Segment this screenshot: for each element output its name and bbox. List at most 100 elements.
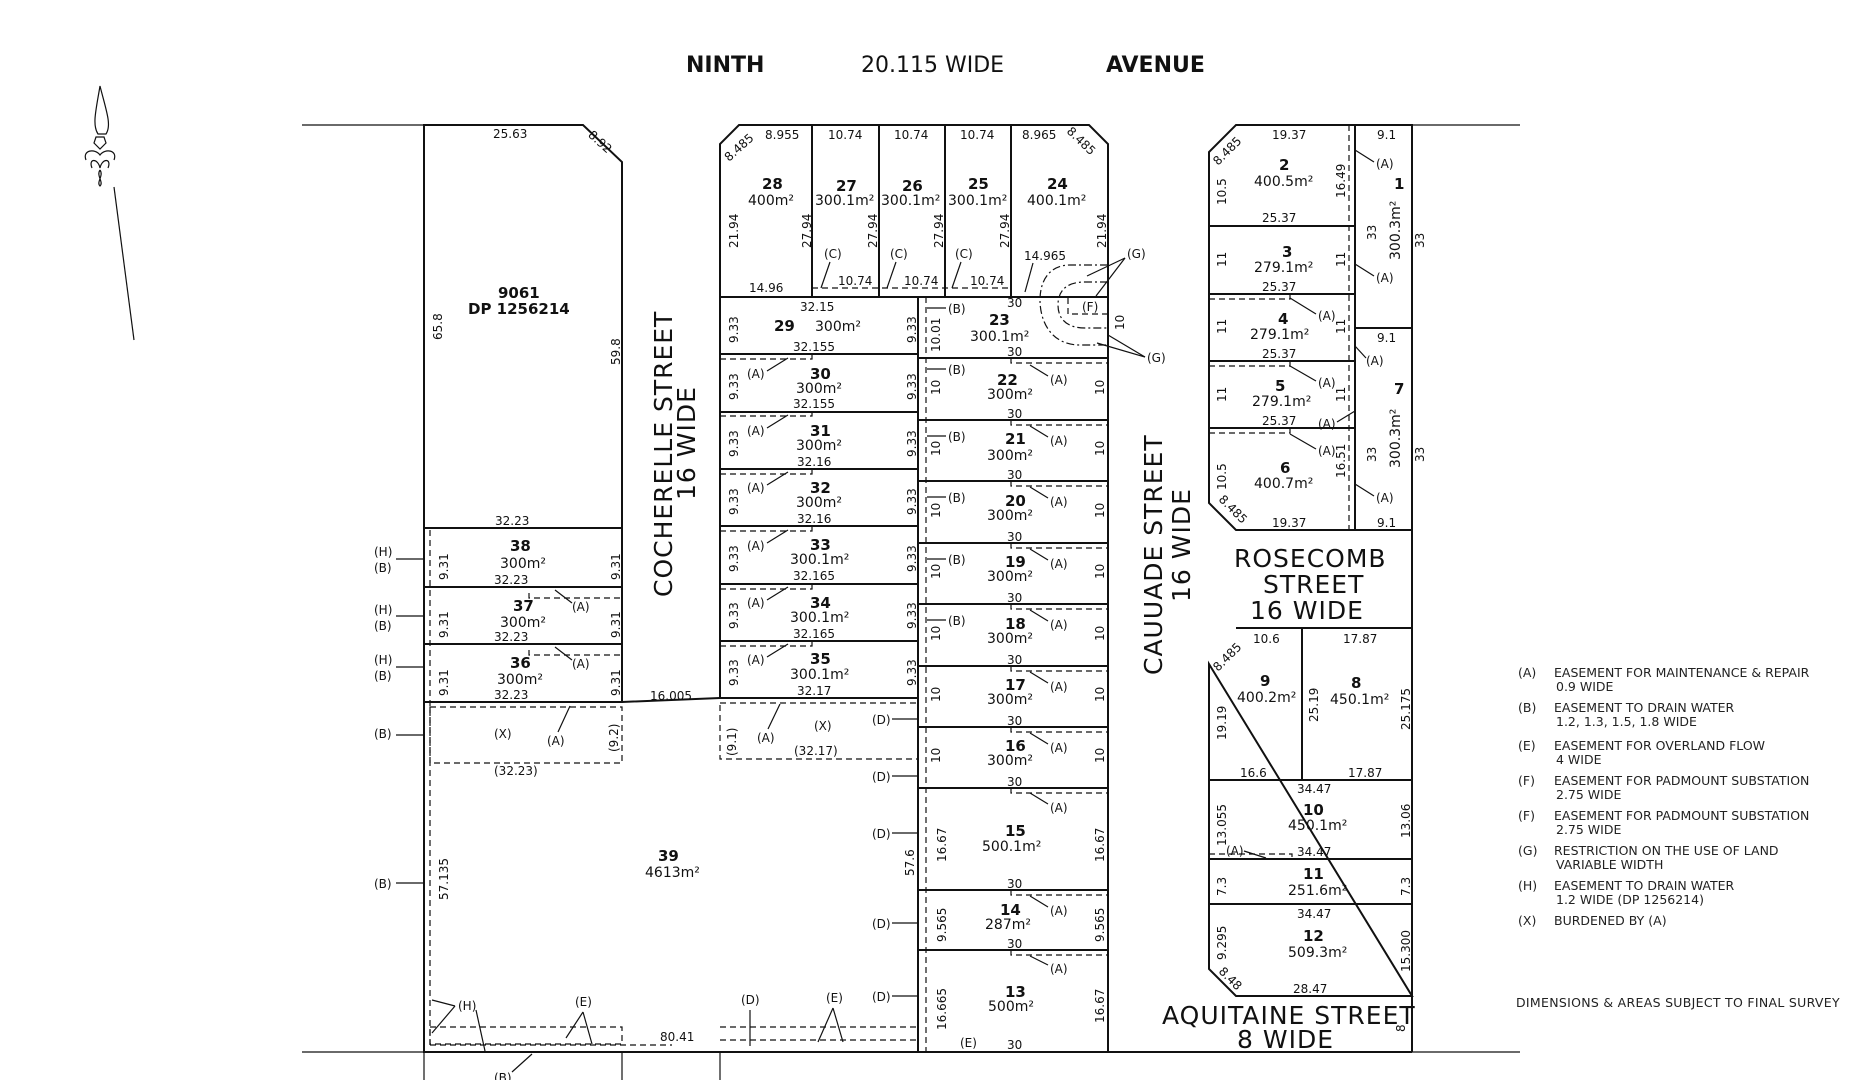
dimension-label: 80.41 (660, 1030, 694, 1044)
dimension-label: 30 (1007, 591, 1022, 605)
dimension-label: 30 (1007, 296, 1022, 310)
lot-number: 37 (513, 597, 534, 615)
easement-tag: (C) (824, 247, 842, 261)
road-width-label: 20.115 WIDE (861, 53, 1004, 78)
dimension-label: 9.33 (727, 659, 741, 686)
lot-number: 29 (774, 317, 795, 335)
easement-tag: (A) (1050, 680, 1068, 694)
easement-tag: (C) (890, 247, 908, 261)
lot-area: 300m² (500, 556, 546, 572)
dimension-label: 33 (1413, 233, 1427, 248)
lot-area: 300.3m² (1388, 409, 1404, 468)
lot-area: 279.1m² (1254, 260, 1313, 276)
lot-area: 279.1m² (1250, 327, 1309, 343)
easement-tag: (A) (1318, 309, 1336, 323)
lot-area: 500.1m² (982, 839, 1041, 855)
easement-tag: (B) (948, 430, 966, 444)
lot-area: 300.1m² (815, 193, 874, 209)
lot-number: 2 (1279, 156, 1289, 174)
lot-area: 300m² (987, 508, 1033, 524)
lot-number: 33 (810, 536, 831, 554)
lot-area: 300m² (987, 692, 1033, 708)
easement-tag: (A) (747, 481, 765, 495)
dimension-label: 57.6 (903, 849, 917, 876)
dimension-label: 32.16 (797, 455, 831, 469)
easement-tag: (A) (1050, 495, 1068, 509)
lot-number: 36 (510, 654, 531, 672)
lot-area: 300.1m² (790, 610, 849, 626)
dimension-label: 17.87 (1348, 766, 1382, 780)
north-arrow-icon (84, 85, 135, 341)
lot-number: 19 (1005, 553, 1026, 571)
easement-tag: (A) (547, 734, 565, 748)
lot-number: 5 (1275, 377, 1285, 395)
lot-number: 20 (1005, 492, 1026, 510)
parent-lot-plan: DP 1256214 (468, 300, 570, 318)
dimension-label: 10.74 (838, 274, 872, 288)
dimension-label: 10.74 (970, 274, 1004, 288)
easement-tag: (H) (458, 999, 476, 1013)
lot-number: 26 (902, 177, 923, 195)
dimension-label: 30 (1007, 530, 1022, 544)
dimension-label: 10.74 (828, 128, 862, 142)
dimension-label: 11 (1215, 252, 1229, 267)
dimension-label: 34.47 (1297, 782, 1331, 796)
dimension-label: 9.33 (727, 430, 741, 457)
lot-number: 13 (1005, 983, 1026, 1001)
dimension-label: 9.33 (727, 488, 741, 515)
lot-area: 287m² (985, 917, 1031, 933)
easement-tag: (C) (955, 247, 973, 261)
lot-area: 509.3m² (1288, 945, 1347, 961)
road-name-ninth: NINTH (686, 53, 764, 78)
survey-note: DIMENSIONS & AREAS SUBJECT TO FINAL SURV… (1516, 995, 1840, 1010)
dimension-label: 9.33 (905, 545, 919, 572)
dimension-label: 9.33 (727, 545, 741, 572)
road-name-avenue: AVENUE (1106, 53, 1205, 78)
lot-number: 24 (1047, 175, 1068, 193)
lot-area: 300m² (796, 438, 842, 454)
dimension-label: 10 (1093, 748, 1107, 763)
lot-area: 300m² (796, 381, 842, 397)
lot-number: 8 (1351, 674, 1361, 692)
easement-tag: (X) (814, 719, 832, 733)
lot-area: 300m² (500, 615, 546, 631)
dimension-label: 33 (1365, 225, 1379, 240)
easement-tag: (D) (872, 990, 891, 1004)
lot-number: 22 (997, 371, 1018, 389)
dimension-label: 13.06 (1399, 804, 1413, 838)
dimension-label: 10 (1093, 441, 1107, 456)
dimension-label: 10 (929, 441, 943, 456)
dimension-label: 10.74 (904, 274, 938, 288)
dimension-label: 9.33 (905, 602, 919, 629)
dimension-label: 19.37 (1272, 128, 1306, 142)
dimension-label: 19.19 (1215, 706, 1229, 740)
lot-area: 400.1m² (1027, 193, 1086, 209)
dimension-label: 8.965 (1022, 128, 1056, 142)
dimension-label: 27.94 (800, 214, 814, 248)
easement-tag: (A) (757, 731, 775, 745)
dimension-label: 9.33 (905, 373, 919, 400)
dimension-label: 8.48 (1216, 964, 1245, 993)
dimension-label: 8.485 (1210, 134, 1244, 168)
dimension-label: STREET (1263, 570, 1364, 599)
lot-number: 39 (658, 847, 679, 865)
dimension-label: 25.63 (493, 127, 527, 141)
dimension-label: 32.23 (494, 630, 528, 644)
dimension-label: 10 (1093, 503, 1107, 518)
lot-area: 300m² (987, 387, 1033, 403)
dimension-label: 32.23 (494, 573, 528, 587)
easement-tag: (A) (1050, 741, 1068, 755)
dimension-label: 21.94 (1095, 214, 1109, 248)
dimension-label: 27.94 (866, 214, 880, 248)
dimension-label: 16.49 (1334, 164, 1348, 198)
lots-24-28: 8.485 8.955 10.74 10.74 10.74 8.965 8.48… (719, 124, 1109, 298)
dimension-label: 9.31 (437, 669, 451, 696)
dimension-label: 10 (929, 380, 943, 395)
easement-tag: (E) (826, 991, 843, 1005)
